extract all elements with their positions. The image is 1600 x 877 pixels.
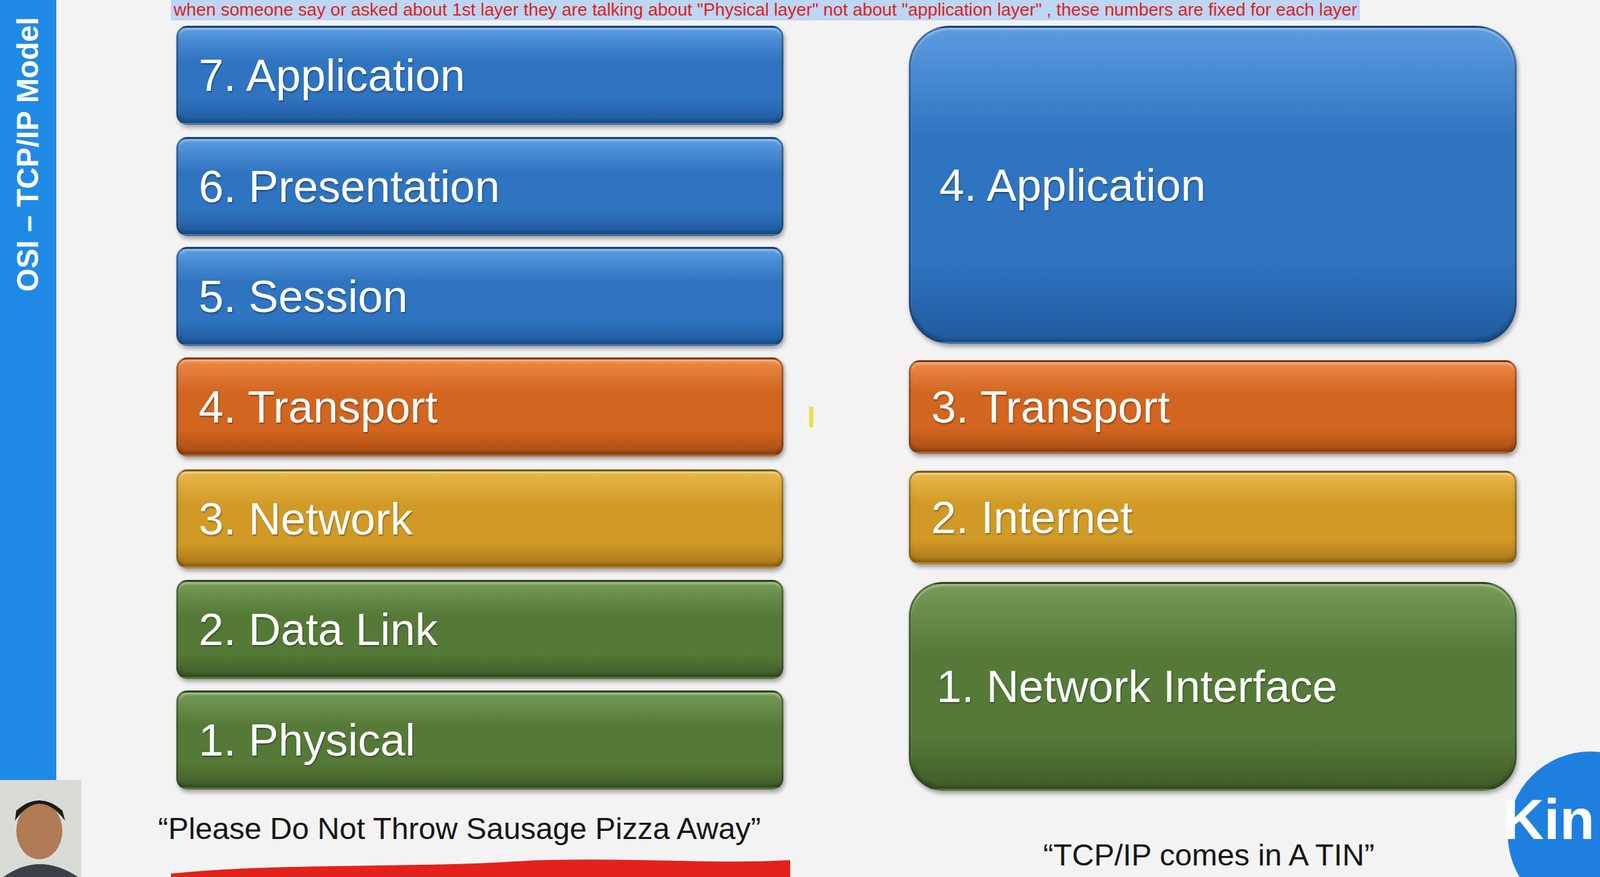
layer-box: 7. Application [176,25,784,125]
layer-box: 4. Transport [176,357,784,457]
layer-box: 4. Application [908,25,1517,344]
layer-box: 6. Presentation [176,137,784,237]
layer-name: 3. Transport [931,381,1170,433]
layer-name: 4. Application [939,159,1206,211]
layer-box: 5. Session [176,246,784,346]
layer-name: 3. Network [198,493,413,545]
layer-box: 3. Network [176,469,784,569]
layer-name: 4. Transport [198,381,438,433]
logo-text: Kin [1503,786,1595,853]
layer-name: 2. Data Link [198,603,438,656]
side-bar [0,0,57,780]
side-title: OSI – TCP/IP Model [10,16,46,292]
cursor-mark [809,406,814,428]
layer-name: 7. Application [198,49,466,102]
presenter-photo [0,779,82,877]
layer-box: 3. Transport [908,360,1517,454]
layer-name: 6. Presentation [198,160,500,213]
layer-name: 5. Session [198,270,408,323]
mnemonic-text: “Please Do Not Throw Sausage Pizza Away” [158,811,762,847]
redaction-scribble [170,859,791,877]
note-text: when someone say or asked about 1st laye… [170,0,1360,21]
layer-name: 2. Internet [931,491,1133,544]
layer-box: 1. Physical [176,690,784,790]
layer-box: 2. Internet [908,470,1517,565]
layer-name: 1. Physical [198,714,416,766]
layer-box: 1. Network Interface [908,581,1517,791]
layer-box: 2. Data Link [176,579,784,679]
layer-name: 1. Network Interface [936,660,1338,713]
mnemonic-text: “TCP/IP comes in A TIN” [1043,837,1375,873]
